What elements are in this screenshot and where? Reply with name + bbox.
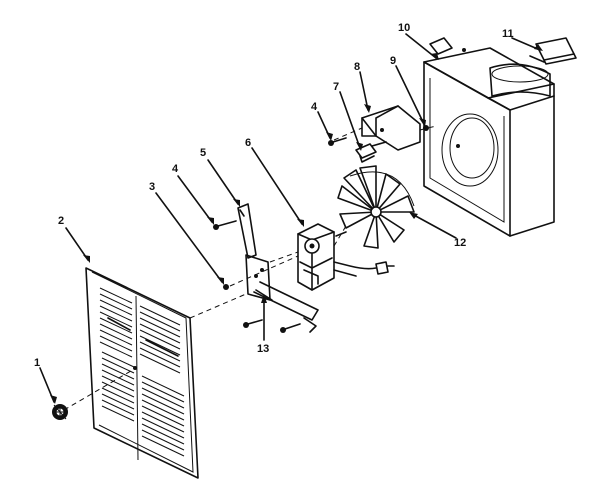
switch-part bbox=[355, 141, 387, 163]
assembly-guide-lines bbox=[63, 125, 437, 411]
callout-label-5: 5 bbox=[200, 147, 206, 159]
housing-part bbox=[423, 37, 555, 237]
callout-label-13: 13 bbox=[257, 343, 269, 355]
callout-leaders bbox=[39, 33, 543, 404]
callout-label-7: 7 bbox=[333, 81, 339, 93]
callout-label-10: 10 bbox=[398, 22, 410, 34]
bracket-part bbox=[237, 203, 319, 333]
knob-part bbox=[52, 404, 68, 420]
fan-blade-part bbox=[337, 165, 415, 249]
callout-label-12: 12 bbox=[454, 237, 466, 249]
motor-part bbox=[297, 223, 395, 291]
callout-label-4b: 4 bbox=[311, 101, 318, 113]
callout-label-8: 8 bbox=[354, 61, 360, 73]
grille-part bbox=[85, 267, 199, 479]
callout-label-2: 2 bbox=[58, 215, 64, 227]
callout-label-3: 3 bbox=[149, 181, 155, 193]
callout-label-1: 1 bbox=[34, 357, 40, 369]
callout-label-9: 9 bbox=[390, 55, 396, 67]
callout-labels: 1 2 3 4 5 6 4 7 8 9 10 11 12 13 bbox=[34, 22, 514, 369]
callout-label-11: 11 bbox=[502, 28, 514, 40]
screw-part bbox=[213, 125, 429, 333]
control-box-part bbox=[361, 105, 421, 151]
callout-label-6: 6 bbox=[245, 137, 251, 149]
callout-label-4a: 4 bbox=[172, 163, 179, 175]
cover-plate-part bbox=[529, 37, 577, 65]
